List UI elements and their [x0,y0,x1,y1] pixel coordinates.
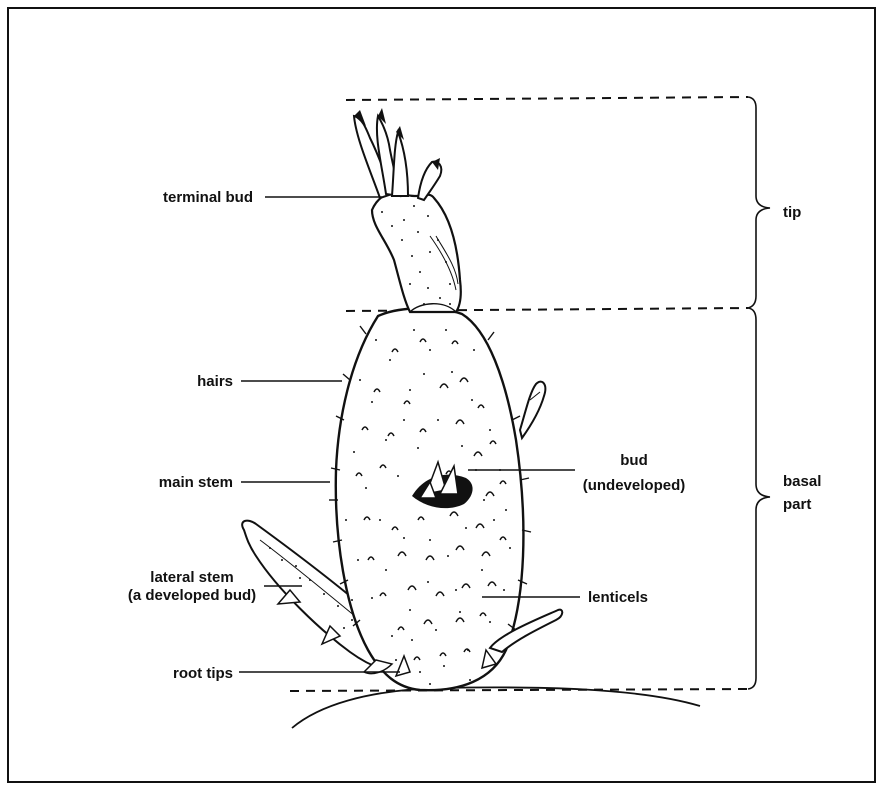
label-lateral-stem-line1: lateral stem [150,569,233,586]
dashed-top-line [346,97,748,100]
label-bud-line1: bud [620,452,648,469]
soil-line [292,687,700,728]
tip-section [372,192,461,312]
label-terminal-bud: terminal bud [163,189,253,206]
label-main-stem: main stem [159,474,233,491]
label-lateral-stem-line2: (a developed bud) [128,587,256,604]
tip-brace [748,97,770,308]
side-bud [520,382,545,438]
label-tip: tip [783,204,801,221]
label-hairs: hairs [197,373,233,390]
basal-brace [748,308,770,689]
label-lenticels: lenticels [588,589,648,606]
label-basal-line2: part [783,496,811,513]
dashed-bottom-line [290,689,748,691]
label-root-tips: root tips [173,665,233,682]
terminal-bud [354,108,441,200]
label-bud-line2: (undeveloped) [583,477,686,494]
label-basal-line1: basal [783,473,821,490]
